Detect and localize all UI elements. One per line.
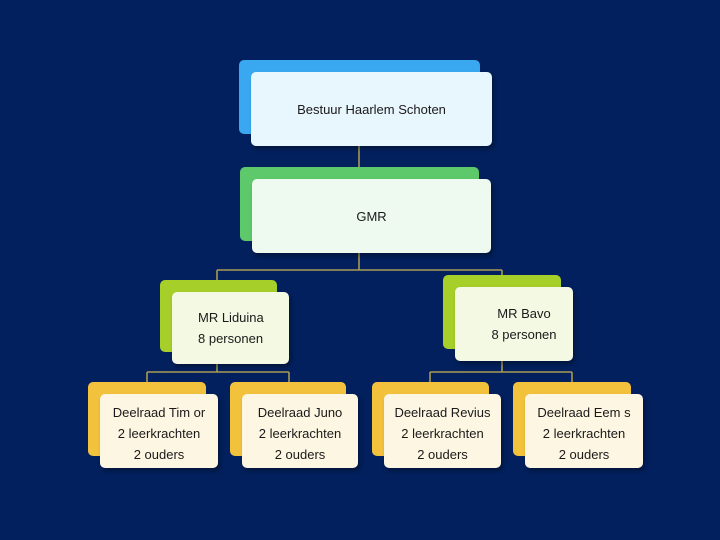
node-deelraad-juno: Deelraad Juno 2 leerkrachten 2 ouders [230, 382, 358, 468]
board-label: Bestuur Haarlem Schoten [297, 101, 446, 117]
node-board: Bestuur Haarlem Schoten [239, 60, 492, 146]
node-mr-liduina: MR Liduina 8 personen [160, 280, 289, 364]
deelraad-timor-teachers: 2 leerkrachten [117, 426, 201, 441]
deelraad-eems-name: Deelraad Eem s [537, 405, 631, 420]
deelraad-juno-teachers: 2 leerkrachten [258, 426, 342, 441]
deelraad-eems-parents: 2 ouders [558, 447, 610, 462]
deelraad-revius-parents: 2 ouders [417, 447, 468, 462]
node-mr-bavo: MR Bavo 8 personen [443, 275, 573, 361]
mr-bavo-count: 8 personen [491, 327, 557, 342]
gmr-label: GMR [356, 208, 387, 224]
deelraad-timor-name: Deelraad Tim or [112, 405, 206, 420]
node-gmr: GMR [240, 167, 491, 253]
deelraad-timor-parents: 2 ouders [133, 447, 185, 462]
deelraad-revius-name: Deelraad Revius [394, 405, 491, 420]
mr-liduina-title: MR Liduina [198, 310, 264, 325]
mr-liduina-count: 8 personen [198, 331, 264, 346]
deelraad-revius-teachers: 2 leerkrachten [401, 426, 484, 441]
node-deelraad-revius: Deelraad Revius 2 leerkrachten 2 ouders [372, 382, 501, 468]
deelraad-juno-name: Deelraad Juno [257, 405, 343, 420]
deelraad-juno-parents: 2 ouders [274, 447, 326, 462]
node-deelraad-eems: Deelraad Eem s 2 leerkrachten 2 ouders [513, 382, 643, 468]
node-deelraad-timor: Deelraad Tim or 2 leerkrachten 2 ouders [88, 382, 218, 468]
mr-bavo-title: MR Bavo [497, 306, 551, 321]
deelraad-eems-teachers: 2 leerkrachten [542, 426, 626, 441]
